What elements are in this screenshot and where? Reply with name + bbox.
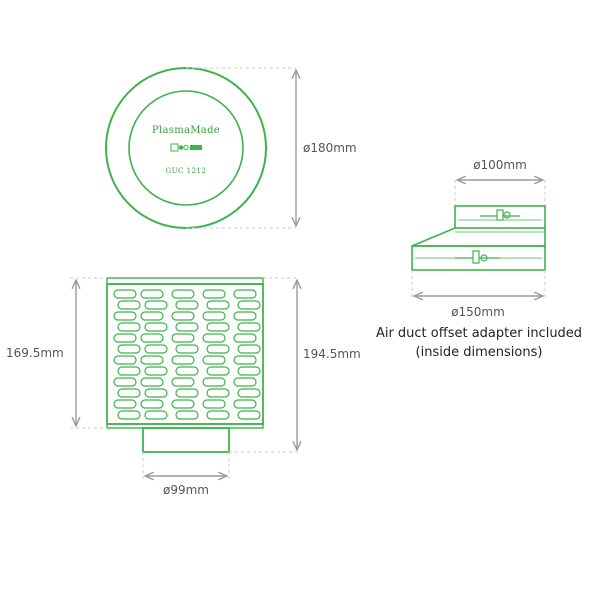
perforation-slot [117, 300, 141, 310]
perforation-slot [206, 322, 230, 332]
perforation-slot [117, 366, 141, 376]
perforation-slot [175, 388, 199, 398]
clamp-screw-icon [455, 250, 500, 264]
perforation-slot [175, 300, 199, 310]
perforation-slot [144, 366, 168, 376]
perforation-slot [140, 333, 164, 343]
perforation-slot [233, 333, 257, 343]
perforation-slot [113, 399, 137, 409]
perforation-slot [171, 355, 195, 365]
perforation-slot [237, 388, 261, 398]
perforation-slot [140, 377, 164, 387]
brand-logo-text: PlasmaMade [152, 125, 220, 136]
perforation-slot [206, 388, 230, 398]
perforation-slot [233, 289, 257, 299]
perforation-slot [140, 355, 164, 365]
perforation-slot [113, 355, 137, 365]
filter-body [106, 283, 264, 425]
perforation-slot [237, 322, 261, 332]
perforation-slot [202, 311, 226, 321]
perforation-pattern [113, 289, 261, 420]
perforation-slot [237, 366, 261, 376]
diameter-100-label: ø100mm [473, 158, 527, 172]
perforation-slot [144, 322, 168, 332]
perforation-slot [233, 399, 257, 409]
perforation-slot [206, 366, 230, 376]
perforation-slot [117, 388, 141, 398]
perforation-slot [113, 377, 137, 387]
perforation-slot [117, 410, 141, 420]
perforation-slot [144, 410, 168, 420]
adapter-note-line1: Air duct offset adapter included [376, 326, 582, 341]
perforation-slot [237, 410, 261, 420]
perforation-slot [171, 377, 195, 387]
diameter-150-label: ø150mm [451, 305, 505, 319]
perforation-slot [202, 377, 226, 387]
perforation-slot [171, 399, 195, 409]
perforation-slot [140, 399, 164, 409]
diameter-99-label: ø99mm [163, 483, 209, 497]
perforation-slot [171, 311, 195, 321]
adapter-offset-section [411, 227, 546, 247]
perforation-slot [175, 322, 199, 332]
offset-adapter: ø100mm ø150mm Air duct offset adapter in… [376, 158, 582, 360]
perforation-slot [171, 289, 195, 299]
perforation-slot [237, 344, 261, 354]
perforation-slot [237, 300, 261, 310]
perforation-slot [206, 344, 230, 354]
perforation-slot [202, 289, 226, 299]
perforation-slot [171, 333, 195, 343]
perforation-slot [202, 399, 226, 409]
perforation-slot [113, 289, 137, 299]
perforation-slot [233, 355, 257, 365]
perforation-slot [140, 289, 164, 299]
perforation-slot [206, 410, 230, 420]
perforation-slot [175, 366, 199, 376]
clamp-screw-icon [480, 209, 520, 221]
perforation-slot [117, 322, 141, 332]
model-number: GUC 1212 [166, 167, 207, 175]
height-194-label: 194.5mm [303, 347, 361, 361]
perforation-slot [233, 377, 257, 387]
perforation-slot [175, 344, 199, 354]
perforation-slot [175, 410, 199, 420]
outlet-collar [142, 427, 230, 453]
adapter-lower-collar [411, 245, 546, 271]
perforation-slot [140, 311, 164, 321]
ce-certification-icon [170, 143, 202, 152]
perforation-slot [206, 300, 230, 310]
perforation-slot [144, 388, 168, 398]
top-view-outer-ring [105, 67, 267, 229]
perforation-slot [202, 333, 226, 343]
perforation-slot [144, 344, 168, 354]
top-view-inner-ring [128, 90, 244, 206]
perforation-slot [113, 311, 137, 321]
perforation-slot [202, 355, 226, 365]
perforation-slot [117, 344, 141, 354]
adapter-upper-collar [454, 205, 546, 229]
perforation-slot [113, 333, 137, 343]
height-169-label: 169.5mm [6, 346, 64, 360]
perforation-slot [144, 300, 168, 310]
diameter-180-label: ø180mm [303, 141, 357, 155]
side-view: 169.5mm 194.5mm ø99mm [6, 277, 361, 497]
adapter-note-line2: (inside dimensions) [416, 345, 543, 360]
perforation-slot [233, 311, 257, 321]
top-view: PlasmaMade GUC 1212 ø180mm [105, 67, 357, 229]
